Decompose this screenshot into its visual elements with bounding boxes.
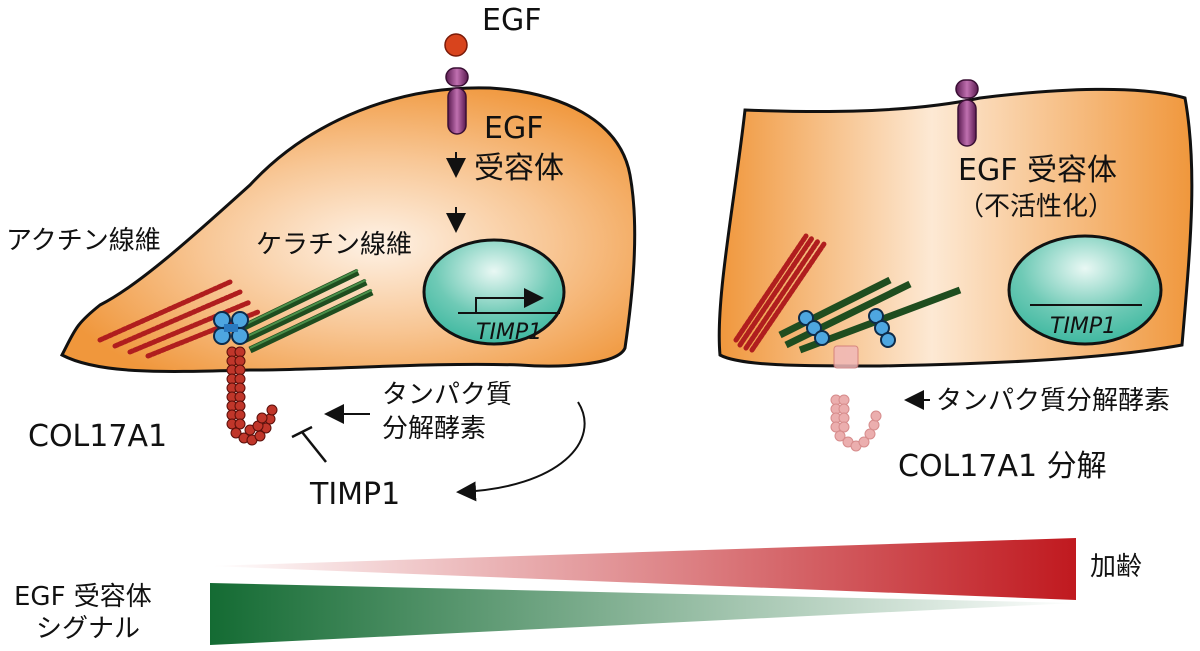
keratin-highlight-left	[237, 269, 373, 349]
protease-label-line2: 分解酵素	[382, 414, 487, 444]
timp1-gene-label-left: TIMP1	[476, 320, 543, 345]
egf-receptor-label-line2: 受容体	[474, 151, 564, 186]
aging-label: 加齢	[1090, 552, 1143, 582]
col17a1-left	[226, 346, 278, 446]
aging-gradient-wedge	[210, 538, 1076, 600]
col17a1-degraded	[830, 345, 882, 452]
col17a1-label: COL17A1	[28, 419, 168, 454]
egf-receptor-right	[955, 79, 979, 147]
egf-label: EGF	[482, 3, 542, 38]
timp1-production-arrow	[456, 401, 586, 502]
egf-receptor-label-line1: EGF	[484, 111, 544, 146]
egfr-signal-label-line1: EGF 受容体	[14, 582, 152, 612]
keratin-label: ケラチン線維	[256, 230, 413, 260]
hemidesmosome-right	[798, 308, 896, 348]
egf-receptor-left	[445, 67, 469, 135]
hemidesmosome-left	[213, 311, 249, 345]
egf-receptor-right-label: EGF 受容体	[958, 153, 1117, 188]
egfr-signal-label-line2: シグナル	[36, 614, 141, 644]
protease-label-line1: タンパク質	[382, 380, 513, 410]
nucleus-left	[422, 238, 566, 346]
timp1-gene-label-right: TIMP1	[1050, 314, 1117, 339]
actin-label: アクチン線維	[6, 226, 161, 256]
timp1-protein-label: TIMP1	[310, 477, 401, 512]
nucleus-right	[1007, 234, 1163, 346]
timp1-gene-left	[458, 288, 560, 314]
keratin-fibers-left	[236, 268, 374, 354]
actin-bundle-right	[733, 233, 827, 353]
inactivated-label: （不活性化）	[958, 192, 1115, 222]
col17a1-degraded-label: COL17A1 分解	[898, 449, 1107, 484]
egf-ligand	[444, 33, 468, 57]
egfr-signal-gradient-wedge	[210, 583, 1076, 645]
protease-label-right: タンパク質分解酵素	[936, 386, 1171, 416]
actin-fibers-left	[97, 279, 261, 359]
inhibition-bar	[291, 425, 327, 463]
